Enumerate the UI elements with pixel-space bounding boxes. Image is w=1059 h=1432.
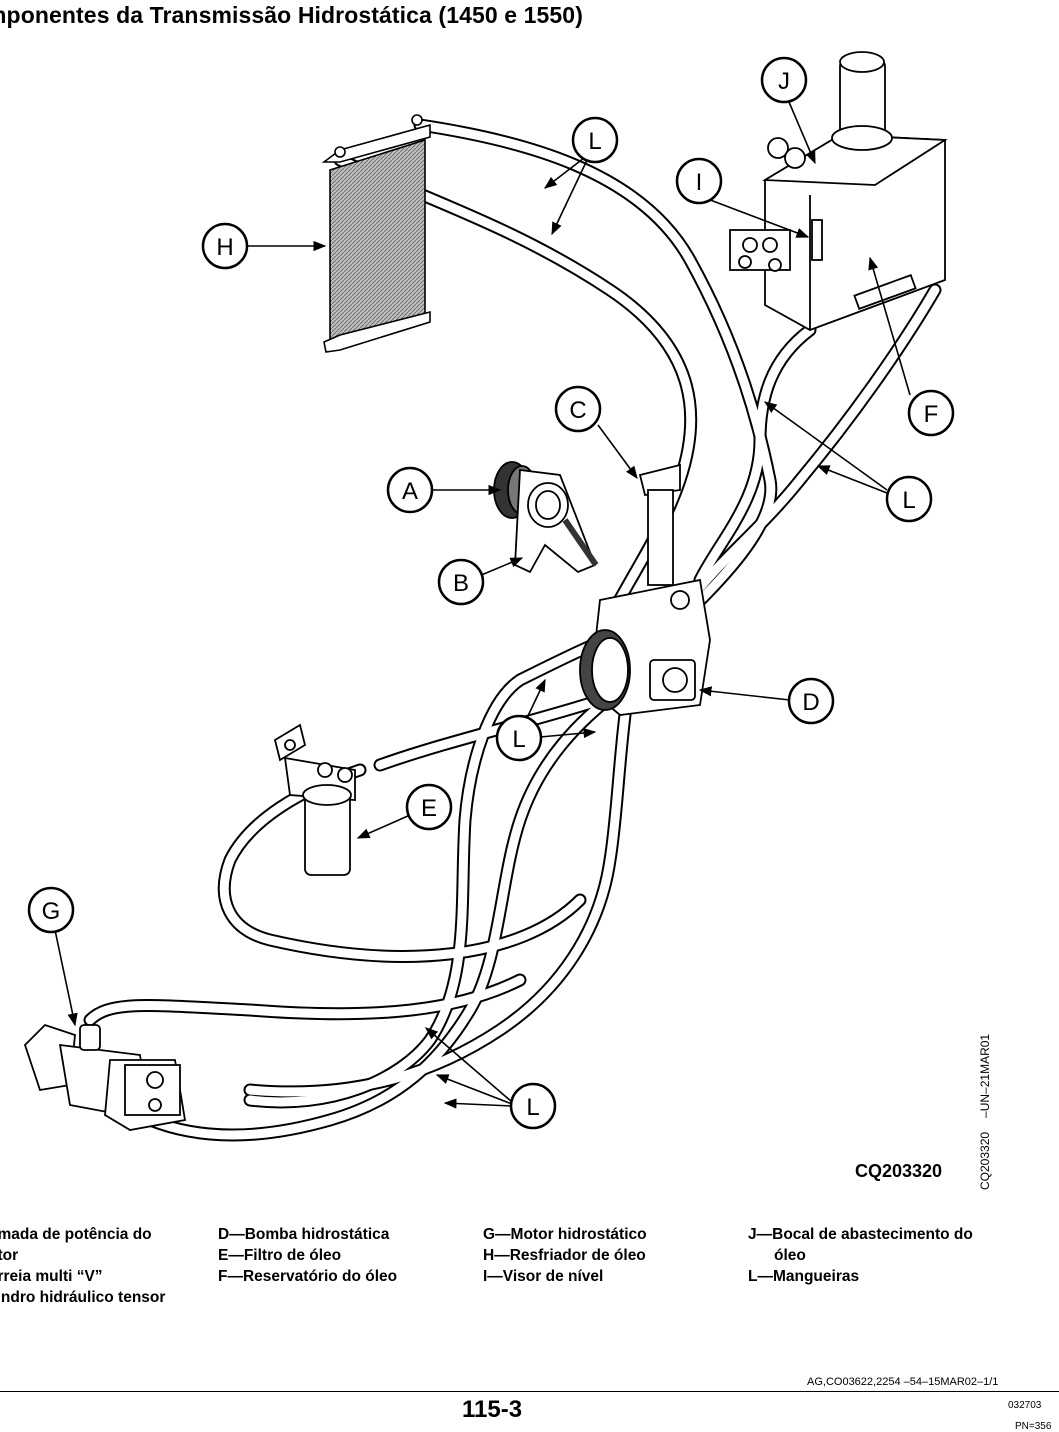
svg-text:L: L: [526, 1094, 539, 1121]
page-number: 115-3: [462, 1396, 523, 1423]
hydrostatic-transmission-diagram: H L I J F L C A B D L E G L: [23, 51, 955, 1142]
callout-e: E: [405, 783, 453, 831]
svg-text:C: C: [569, 397, 586, 424]
svg-text:E: E: [421, 795, 437, 822]
hoses: [83, 118, 942, 1142]
legend-item: G—Motor hidrostático: [483, 1226, 647, 1243]
pto-pulley: [493, 461, 599, 574]
callout-f: F: [907, 389, 955, 437]
callout-i: I: [675, 157, 723, 205]
callout-a: A: [386, 466, 434, 514]
legend-item: J—Bocal de abastecimento do: [748, 1226, 973, 1243]
legend-column-2: D—Bomba hidrostática E—Filtro de óleo F—…: [218, 1224, 397, 1287]
svg-text:L: L: [512, 726, 525, 753]
page-title: mponentes da Transmissão Hidrostática (1…: [0, 2, 583, 28]
corner-code-secondary: PN=356: [1015, 1421, 1052, 1432]
legend-item: I—Visor de nível: [483, 1268, 604, 1285]
legend-item: L—Mangueiras: [748, 1268, 860, 1285]
figure-code: CQ203320: [855, 1161, 943, 1181]
svg-text:A: A: [402, 478, 418, 505]
svg-text:D: D: [802, 689, 819, 716]
callout-h: H: [201, 222, 249, 270]
svg-text:J: J: [778, 68, 790, 95]
legend-item: F—Reservatório do óleo: [218, 1268, 398, 1285]
callout-c: C: [554, 385, 602, 433]
document-reference: AG,CO03622,2254 –54–15MAR02–1/1: [807, 1376, 999, 1388]
side-reference: CQ203320–UN–21MAR01: [978, 1033, 992, 1190]
callout-d: D: [787, 677, 835, 725]
legend-column-1: omada de potência do otor orreia multi “…: [0, 1224, 165, 1308]
legend-item: H—Resfriador de óleo: [483, 1247, 646, 1264]
svg-text:F: F: [924, 401, 939, 428]
svg-text:L: L: [588, 128, 601, 155]
legend-item: óleo: [774, 1247, 806, 1264]
svg-text:H: H: [216, 234, 233, 261]
svg-text:L: L: [902, 487, 915, 514]
legend-item: ilindro hidráulico tensor: [0, 1289, 166, 1306]
callout-b: B: [437, 558, 485, 606]
oil-reservoir: [729, 51, 948, 331]
leader-lines: [54, 101, 911, 1109]
legend-item: E—Filtro de óleo: [218, 1247, 342, 1264]
legend-item: D—Bomba hidrostática: [218, 1226, 390, 1243]
legend-column-3: G—Motor hidrostático H—Resfriador de óle…: [483, 1224, 647, 1287]
callout-j: J: [760, 56, 808, 104]
callouts: H L I J F L C A B D L E G L: [27, 56, 955, 1130]
svg-text:G: G: [42, 898, 61, 925]
callout-l-mid: L: [495, 714, 543, 762]
svg-text:I: I: [696, 169, 703, 196]
corner-code: 032703: [1008, 1400, 1042, 1411]
legend-item: orreia multi “V”: [0, 1268, 103, 1285]
callout-l-right: L: [885, 475, 933, 523]
oil-cooler: [321, 114, 431, 353]
legend-column-4: J—Bocal de abastecimento do óleo L—Mangu…: [748, 1224, 973, 1287]
legend-item: otor: [0, 1247, 19, 1264]
hydrostatic-motor: [23, 1023, 187, 1131]
footer-divider: [0, 1391, 1059, 1392]
legend-item: omada de potência do: [0, 1226, 152, 1243]
callout-l-bottom: L: [509, 1082, 557, 1130]
callout-l-top: L: [571, 116, 619, 164]
oil-filter: [273, 723, 356, 876]
hydrostatic-pump: [579, 463, 711, 716]
callout-g: G: [27, 886, 75, 934]
svg-text:B: B: [453, 570, 469, 597]
